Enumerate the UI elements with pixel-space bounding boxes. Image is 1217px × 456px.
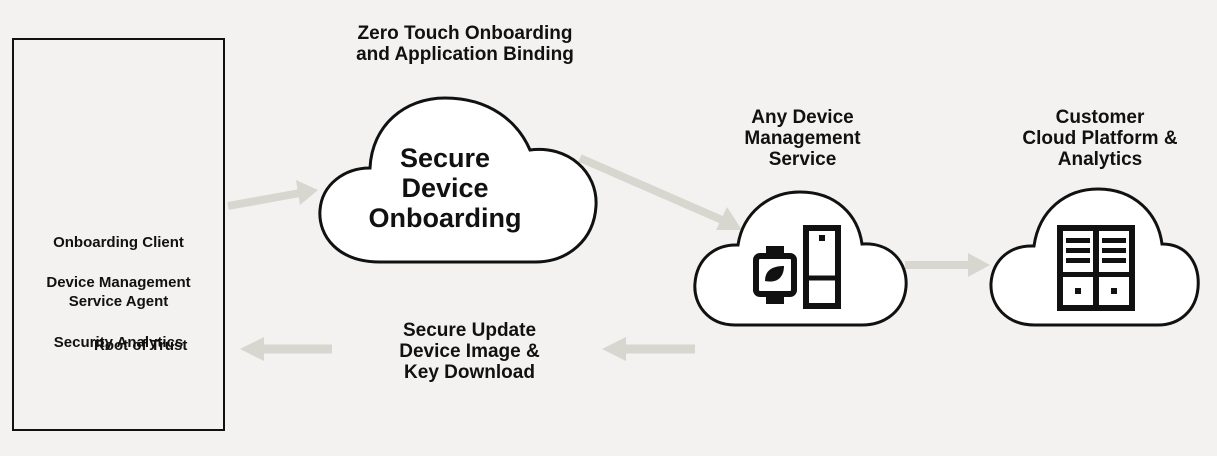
- customer-caption: Customer Cloud Platform & Analytics: [1022, 107, 1178, 170]
- onboarding-cloud-text: Secure Device Onboarding: [368, 143, 522, 233]
- management-cloud: [693, 190, 908, 327]
- device-item-management-agent: Device Management Service Agent: [46, 274, 191, 310]
- management-caption: Any Device Management Service: [744, 107, 861, 170]
- server-rack-icon: [1057, 225, 1135, 311]
- onboarding-caption: Zero Touch Onboarding and Application Bi…: [356, 23, 574, 65]
- onboarding-cloud: [318, 96, 598, 264]
- device-item-security-analytics: Security Analytics: [53, 334, 184, 351]
- device-panel: [12, 38, 225, 431]
- device-item-onboarding-client: Onboarding Client: [53, 234, 184, 251]
- root-of-trust-label: Root of Trust: [94, 337, 188, 354]
- arrow-update-to-device: [240, 337, 332, 361]
- arrow-device-to-onboarding: [227, 180, 318, 210]
- arrow-management-to-customer: [905, 253, 990, 277]
- arrow-management-to-update: [602, 337, 695, 361]
- smartwatch-icon: [753, 246, 797, 304]
- root-of-trust-row: Root of Trust: [38, 327, 208, 367]
- update-caption: Secure Update Device Image & Key Downloa…: [399, 320, 540, 383]
- phone-icon: [803, 225, 841, 309]
- arrow-onboarding-to-management: [578, 154, 742, 230]
